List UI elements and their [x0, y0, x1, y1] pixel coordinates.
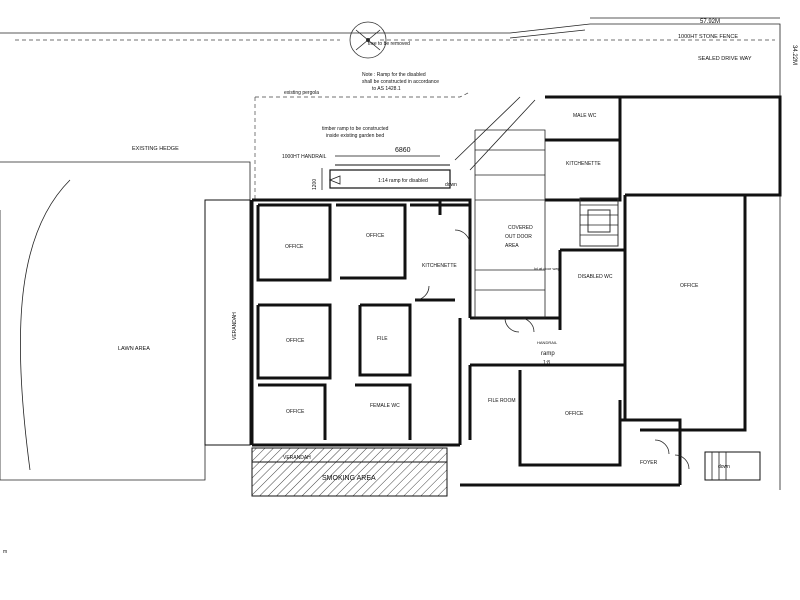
ramp-width-label: 1200	[312, 179, 318, 190]
existing-hedge-label: EXISTING HEDGE	[132, 146, 179, 152]
ramp-note-line-3: to AS 1428.1	[372, 86, 401, 92]
level-door-label: lvl at door way	[534, 266, 560, 271]
tree-note-label: tree to be removed	[368, 41, 410, 47]
smoking-area-hatch	[251, 447, 448, 497]
covered-area	[454, 96, 546, 319]
covered-label-1: COVERED	[508, 225, 533, 231]
ramp-small-label: ramp	[541, 351, 555, 357]
office-label-3: OFFICE	[286, 338, 305, 344]
female-wc-label: FEMALE WC	[370, 403, 400, 409]
handrail-small-label: HANDRAIL	[537, 340, 558, 345]
handrail-label: 1000HT HANDRAIL	[282, 154, 327, 160]
office-label-5: OFFICE	[565, 411, 584, 417]
down-label-2: down	[718, 464, 730, 470]
pergola-outline	[254, 91, 471, 200]
office-label-2: OFFICE	[366, 233, 385, 239]
kitchenette-tiles	[579, 197, 619, 247]
ramp-note-line-2: shall be constructed in accordance	[362, 79, 439, 85]
verandah-side-label: VERANDAH	[232, 312, 238, 340]
office-large-label: OFFICE	[680, 283, 699, 289]
pergola-label: existing pergola	[284, 90, 319, 96]
scale-mark-label: m	[3, 549, 7, 555]
timber-ramp-line-1: timber ramp to be constructed	[322, 126, 389, 132]
ramp-slope-label: 1:14 ramp for disabled	[378, 178, 428, 184]
right-wing-walls	[460, 95, 782, 487]
disabled-wc-label: DISABLED WC	[578, 274, 613, 280]
verandah-bottom-label: VERANDAH	[283, 455, 311, 461]
stairs-icon	[704, 451, 761, 481]
hedge-outline	[0, 161, 251, 481]
male-wc-label: MALE WC	[573, 113, 597, 119]
lawn-area-label: LAWN AREA	[118, 346, 150, 352]
side-dim-label: 34.22M	[791, 45, 797, 65]
file-room-label: FILE ROOM	[488, 398, 516, 404]
boundary-dim-label: 57.92M	[700, 19, 720, 25]
covered-label-2: OUT DOOR	[505, 234, 532, 240]
down-label-1: down	[445, 182, 457, 188]
smoking-area-label: SMOKING AREA	[322, 475, 376, 482]
ramp-dim-label: 6860	[395, 147, 411, 154]
ramp-note-line-1: Note : Ramp for the disabled	[362, 72, 426, 78]
verandah-side	[204, 199, 251, 446]
kitchenette-label-1: KITCHENETTE	[422, 263, 457, 269]
office-label-1: OFFICE	[285, 244, 304, 250]
file-label: FILE	[377, 336, 388, 342]
building-walls	[250, 198, 472, 447]
kitchenette-label-2: KITCHENETTE	[566, 161, 601, 167]
door-arcs	[414, 229, 690, 470]
plan-labels: 57.92M 34.22M 1000HT STONE FENCE SEALED …	[3, 19, 797, 555]
timber-ramp-line-2: inside existing garden bed	[326, 133, 384, 139]
ramp-small-slope-label: 1:8	[543, 360, 550, 366]
drive-way-label: SEALED DRIVE WAY	[698, 56, 752, 62]
timber-ramp	[321, 155, 451, 190]
office-label-4: OFFICE	[286, 409, 305, 415]
foyer-label: FOYER	[640, 460, 658, 466]
covered-label-3: AREA	[505, 243, 519, 249]
stone-fence-label: 1000HT STONE FENCE	[678, 34, 738, 40]
tree-icon	[349, 21, 387, 59]
